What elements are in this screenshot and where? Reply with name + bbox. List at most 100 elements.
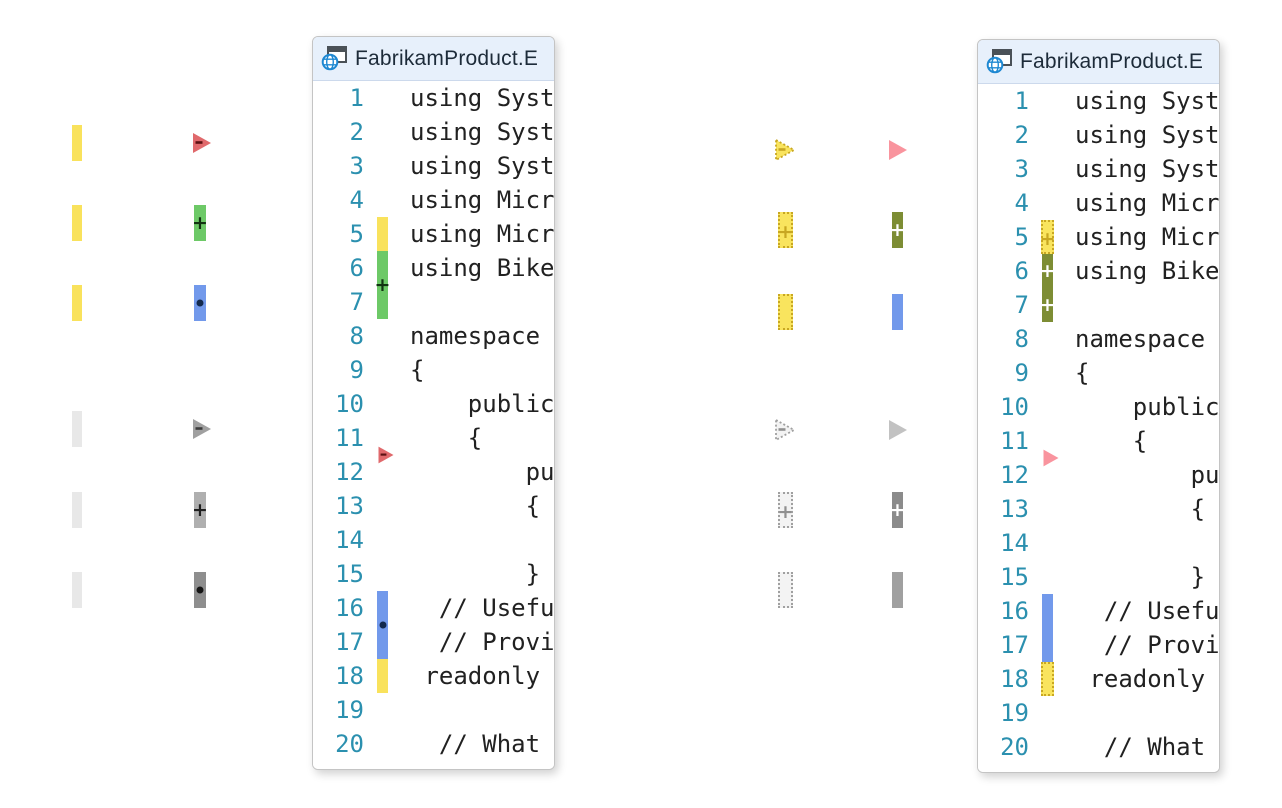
line-number: 4 — [1014, 189, 1029, 217]
code-row[interactable]: 15 } — [313, 557, 554, 591]
document-tab[interactable]: FabrikamProduct.E — [978, 40, 1219, 84]
code-row[interactable]: 18 readonly — [313, 659, 554, 693]
code-line-text: readonly — [1075, 665, 1206, 693]
left-sample-deleted-lines — [775, 138, 795, 162]
code-row[interactable]: 17 // Provi — [313, 625, 554, 659]
code-row[interactable]: 11 { — [313, 421, 554, 455]
code-row[interactable]: 15 } — [978, 560, 1219, 594]
document-tab[interactable]: FabrikamProduct.E — [313, 37, 554, 81]
code-row[interactable]: 19 — [978, 696, 1219, 730]
left-sample-deleted-lines — [72, 125, 82, 161]
code-row[interactable]: 7 — [978, 288, 1219, 322]
line-number: 16 — [1000, 597, 1029, 625]
right-sample-added-lines-grayscale: + — [192, 492, 208, 528]
web-file-icon — [986, 49, 1013, 74]
code-line-text: using Micr — [410, 186, 555, 214]
line-number: 10 — [1000, 393, 1029, 421]
code-row[interactable]: 14 — [978, 526, 1219, 560]
code-row[interactable]: 12 pu — [978, 458, 1219, 492]
code-row[interactable]: 17 // Provi — [978, 628, 1219, 662]
code-row[interactable]: 9{ — [313, 353, 554, 387]
code-row[interactable]: 11 { — [978, 424, 1219, 458]
code-row[interactable]: 13 { — [978, 492, 1219, 526]
right-sample-changed-lines-grayscale — [194, 572, 206, 608]
left-sample-changed-lines-grayscale — [72, 572, 82, 608]
code-line-text: using Syst — [1075, 155, 1220, 183]
left-sample-added-lines-grayscale — [72, 492, 82, 528]
line-number: 8 — [1014, 325, 1029, 353]
line-number: 4 — [349, 186, 364, 214]
document-tab-title: FabrikamProduct.E — [355, 46, 539, 70]
code-row[interactable]: 10 public — [978, 390, 1219, 424]
line-number: 14 — [1000, 529, 1029, 557]
code-line-text: using Syst — [410, 152, 555, 180]
left-sample-deleted-lines-grayscale — [775, 418, 795, 442]
code-row[interactable]: 16 // Usefu — [978, 594, 1219, 628]
code-row[interactable]: 20 // What — [313, 727, 554, 761]
line-number: 11 — [1000, 427, 1029, 455]
code-line-text: { — [410, 356, 425, 384]
code-row[interactable]: 10 public — [313, 387, 554, 421]
code-row[interactable]: 2 using Syst — [313, 115, 554, 149]
line-number: 7 — [1014, 291, 1029, 319]
code-line-text: namespace — [410, 322, 541, 350]
code-row[interactable]: 2 using Syst — [978, 118, 1219, 152]
line-number: 9 — [1014, 359, 1029, 387]
code-row[interactable]: 13 { — [313, 489, 554, 523]
web-file-icon — [321, 46, 348, 71]
line-number: 18 — [1000, 665, 1029, 693]
code-row[interactable]: 20 // What — [978, 730, 1219, 764]
code-row[interactable]: 4 using Micr — [313, 183, 554, 217]
right-sample-deleted-lines — [889, 140, 907, 160]
code-line-text: { — [1075, 359, 1090, 387]
code-line-text: using Syst — [1075, 121, 1220, 149]
code-row[interactable]: 16 // Usefu — [313, 591, 554, 625]
line-number: 7 — [349, 288, 364, 316]
code-row[interactable]: 18 readonly — [978, 662, 1219, 696]
line-number: 1 — [349, 84, 364, 112]
code-row[interactable]: 4 using Micr — [978, 186, 1219, 220]
dot-glyph — [196, 586, 204, 594]
code-line-text: readonly — [410, 662, 541, 690]
left-sample-changed-lines — [72, 285, 82, 321]
line-number: 2 — [1014, 121, 1029, 149]
code-row[interactable]: 9{ — [978, 356, 1219, 390]
code-line-text: using Micr — [1075, 223, 1220, 251]
right-sample-added-lines: + — [192, 205, 208, 241]
left-sample-deleted-lines-grayscale — [72, 411, 82, 447]
left-sample-changed-lines-grayscale — [778, 572, 793, 608]
right-sample-added-lines-grayscale: + — [890, 492, 905, 528]
code-row[interactable]: 8 namespace — [978, 322, 1219, 356]
code-line-text: using Micr — [1075, 189, 1220, 217]
right-sample-added-lines: + — [890, 212, 905, 248]
line-number: 5 — [1014, 223, 1029, 251]
code-line-text: namespace — [1075, 325, 1206, 353]
code-row[interactable]: 5 using Micr — [978, 220, 1219, 254]
line-number: 17 — [335, 628, 364, 656]
code-line-text: // Provi — [1075, 631, 1220, 659]
line-number: 5 — [349, 220, 364, 248]
line-number: 2 — [349, 118, 364, 146]
code-row[interactable]: 7 — [313, 285, 554, 319]
code-line-text: } — [410, 560, 541, 588]
code-row[interactable]: 12 pu — [313, 455, 554, 489]
line-number: 12 — [1000, 461, 1029, 489]
code-row[interactable]: 14 — [313, 523, 554, 557]
code-row[interactable]: 19 — [313, 693, 554, 727]
line-number: 14 — [335, 526, 364, 554]
code-line-text: using Syst — [410, 118, 555, 146]
code-line-text: // Usefu — [1075, 597, 1220, 625]
